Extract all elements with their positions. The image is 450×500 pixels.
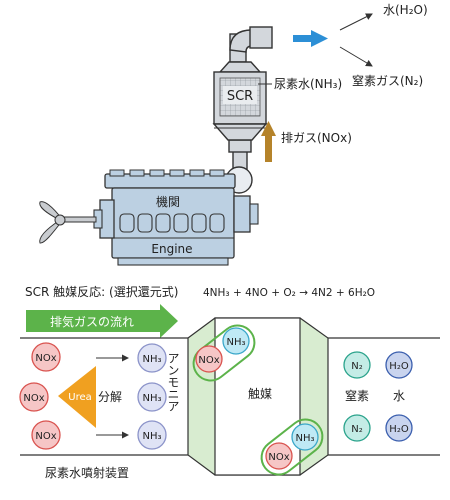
nox-nh3-pair-lower: NH₃ NOx bbox=[260, 418, 324, 476]
flow-arrow: 排気ガスの流れ bbox=[26, 304, 178, 338]
scr-reactor: SCR bbox=[212, 61, 268, 141]
svg-text:N₂: N₂ bbox=[351, 424, 363, 435]
output-arrow bbox=[293, 30, 328, 47]
svg-text:NOx: NOx bbox=[35, 353, 56, 364]
reaction-equation: 4NH₃ + 4NO + O₂ → 4N2 + 6H₂O bbox=[203, 287, 375, 299]
propeller bbox=[39, 201, 97, 244]
injector-label: 尿素水噴射装置 bbox=[45, 465, 129, 480]
scr-label: SCR bbox=[227, 89, 253, 104]
svg-text:NOx: NOx bbox=[198, 355, 219, 366]
svg-text:NOx: NOx bbox=[23, 393, 44, 404]
svg-text:NH₃: NH₃ bbox=[142, 431, 161, 442]
n2-molecule: N₂ bbox=[343, 414, 371, 442]
reaction-title: SCR 触媒反応: (選択還元式) bbox=[25, 285, 178, 299]
urea-injector: Urea bbox=[58, 366, 96, 428]
nh3-molecule: NH₃ bbox=[291, 423, 319, 451]
nh3-molecule: NH₃ bbox=[137, 420, 167, 450]
engine-label-jp: 機関 bbox=[156, 194, 180, 209]
nox-molecule: NOx bbox=[31, 420, 61, 450]
svg-text:NH₃: NH₃ bbox=[226, 337, 245, 348]
water-output-label: 水(H₂O) bbox=[383, 3, 428, 17]
urea-input-label: 尿素水(NH₃) bbox=[274, 77, 342, 91]
nh3-group: NH₃ NH₃ NH₃ bbox=[137, 343, 167, 450]
flow-arrow-label: 排気ガスの流れ bbox=[50, 314, 134, 329]
engine: 機関 Engine bbox=[93, 166, 259, 266]
svg-text:NOx: NOx bbox=[35, 431, 56, 442]
nitrogen-output-label: 窒素ガス(N₂) bbox=[352, 73, 423, 88]
nox-left-group: NOx NOx NOx bbox=[19, 342, 61, 450]
nitrogen-arrow bbox=[339, 46, 373, 67]
exhaust-in-label: 排ガス(NOx) bbox=[281, 131, 352, 145]
nox-molecule: NOx bbox=[265, 442, 293, 470]
svg-text:H₂O: H₂O bbox=[389, 424, 409, 435]
nitrogen-label: 窒素 bbox=[345, 388, 369, 403]
n2-molecule: N₂ bbox=[343, 351, 371, 379]
decompose-label: 分解 bbox=[98, 390, 122, 404]
exhaust-in-arrow bbox=[261, 121, 276, 162]
svg-text:NOx: NOx bbox=[268, 452, 289, 463]
water-label: 水 bbox=[393, 389, 405, 403]
water-arrow bbox=[339, 13, 373, 31]
urea-label: Urea bbox=[68, 392, 92, 403]
catalyst-label: 触媒 bbox=[248, 387, 272, 401]
nox-molecule: NOx bbox=[19, 382, 49, 412]
nh3-molecule: NH₃ bbox=[222, 327, 250, 355]
nh3-molecule: NH₃ bbox=[137, 382, 167, 412]
engine-label-en: Engine bbox=[151, 242, 192, 256]
nh3-molecule: NH₃ bbox=[137, 343, 167, 373]
h2o-molecule: H₂O bbox=[385, 351, 413, 379]
svg-text:H₂O: H₂O bbox=[389, 361, 409, 372]
svg-text:NH₃: NH₃ bbox=[142, 393, 161, 404]
nox-molecule: NOx bbox=[195, 345, 223, 373]
h2o-molecule: H₂O bbox=[385, 414, 413, 442]
svg-text:NH₃: NH₃ bbox=[142, 354, 161, 365]
svg-text:N₂: N₂ bbox=[351, 361, 363, 372]
ammonia-label: アンモニア bbox=[166, 352, 180, 412]
catalyst-chamber: 触媒 bbox=[187, 317, 329, 476]
output-molecules: N₂ H₂O 窒素 水 N₂ H₂O bbox=[343, 351, 413, 442]
nox-molecule: NOx bbox=[31, 342, 61, 372]
svg-text:NH₃: NH₃ bbox=[295, 433, 314, 444]
nox-nh3-pair-upper: NH₃ NOx bbox=[192, 324, 256, 382]
